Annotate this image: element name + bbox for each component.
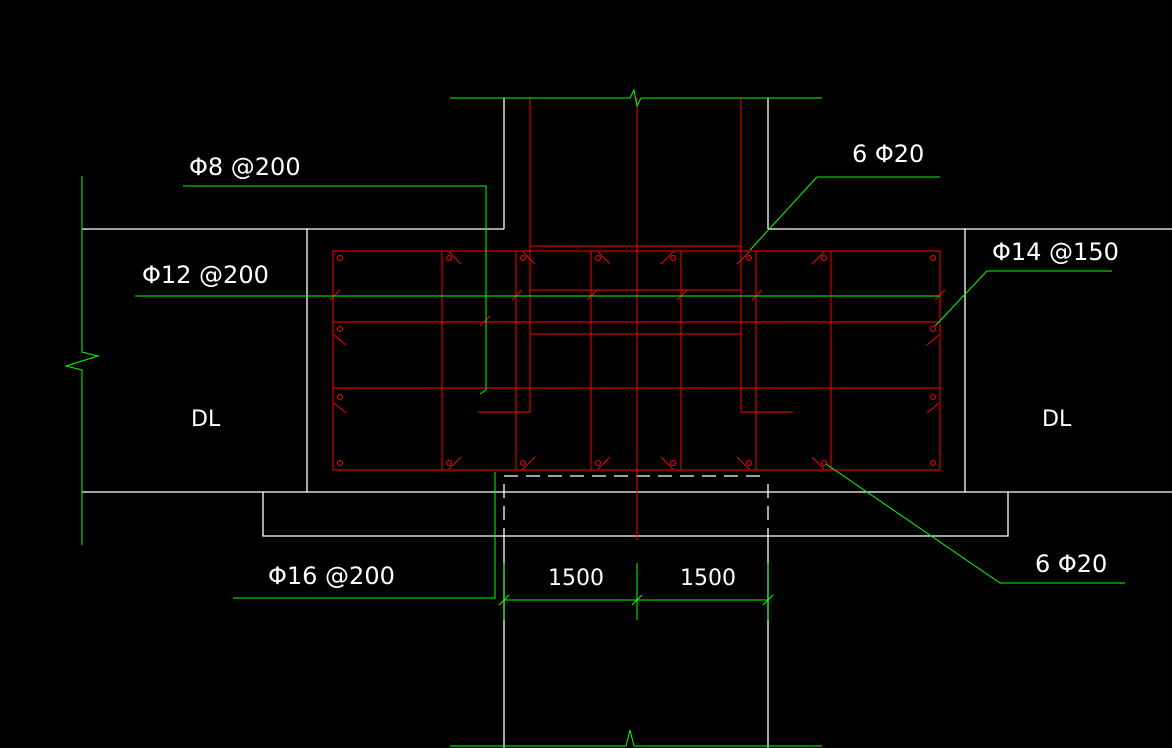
leader-bar-top-right [749,176,940,251]
leader-bar-bottom-left [233,472,496,599]
cushion-layer [262,492,1009,537]
label-stirrup-top-left: Φ8 @200 [189,153,301,181]
label-bar-top-right: 6 Φ20 [852,140,924,168]
label-bar-left-mid: Φ12 @200 [142,261,269,289]
label-beam-right: DL [1042,407,1072,432]
column-bar-right [740,98,793,413]
left-break-line [64,176,100,545]
dimension-right-span: 1500 [680,566,736,591]
label-bar-right-mid: Φ14 @150 [992,238,1119,266]
dim-tick-left [498,594,510,606]
concrete-outline [82,98,1172,748]
rebar-group [329,98,946,540]
column-bar-left [478,98,531,413]
leader-bar-bottom-right [825,463,1125,584]
dim-tick-mid [631,594,643,606]
rebar-dots [337,255,936,466]
column-tie-upper [529,245,742,291]
rebar-hooks [329,251,946,470]
dimension-left-span: 1500 [548,566,604,591]
annotation-lines [64,88,1125,747]
label-bar-bottom-right: 6 Φ20 [1035,550,1107,578]
leader-bar-right-mid [934,270,1112,327]
top-break-line [450,88,822,108]
cap-stirrup-outer [332,250,941,471]
label-beam-left: DL [191,407,221,432]
label-bar-bottom-left: Φ16 @200 [268,562,395,590]
leader-stirrup-top-left [183,185,487,395]
dim-tick-right [762,594,774,606]
bottom-break-line [450,729,822,747]
text-labels: Φ8 @200 6 Φ20 Φ12 @200 Φ14 @150 DL DL Φ1… [142,140,1119,591]
